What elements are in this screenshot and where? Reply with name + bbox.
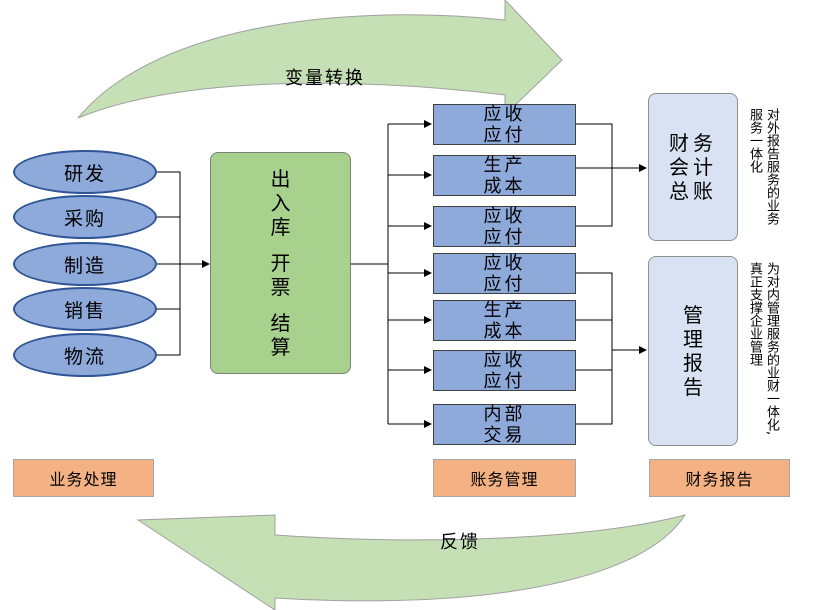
accounting-box-receivable-payable-2: 应收 应付 bbox=[433, 205, 576, 248]
footer-business-processing: 业务处理 bbox=[13, 459, 154, 497]
accounting-box-internal-transaction: 内部 交易 bbox=[433, 403, 576, 446]
accounting-box-receivable-payable-3: 应收 应付 bbox=[433, 252, 576, 295]
box-line: 应收 bbox=[483, 205, 526, 227]
report-note-line-1: 为对内管理服务的业财一体化, bbox=[764, 262, 779, 436]
general-ledger-label: 财务会计总账 bbox=[669, 131, 717, 203]
box-line: 生产 bbox=[483, 299, 526, 321]
top-cycle-arrow bbox=[77, 0, 563, 119]
business-item-sales: 销售 bbox=[13, 287, 157, 331]
accounting-box-production-cost-2: 生产 成本 bbox=[433, 299, 576, 342]
business-item-logistics: 物流 bbox=[13, 333, 157, 377]
box-line: 成本 bbox=[483, 175, 526, 197]
box-line: 应收 bbox=[483, 103, 526, 125]
general-ledger-box: 财务会计总账 bbox=[648, 93, 738, 241]
management-report-label: 管理报告 bbox=[683, 303, 703, 399]
box-line: 应收 bbox=[483, 349, 526, 371]
ledger-note-line-2: 服务一体化 bbox=[747, 108, 762, 173]
process-box: 出入库 开票 结算 bbox=[210, 152, 351, 374]
report-note: 为对内管理服务的业财一体化, 真正支撑企业管理 bbox=[746, 262, 780, 452]
process-invoice: 开票 bbox=[270, 251, 291, 299]
ledger-note-line-1: 对外报告服务的业务 bbox=[764, 108, 779, 225]
business-item-manufacturing: 制造 bbox=[13, 242, 157, 286]
box-line: 应付 bbox=[483, 124, 526, 146]
process-inout: 出入库 bbox=[270, 167, 291, 239]
top-arrow-label: 变量转换 bbox=[285, 68, 365, 89]
box-line: 应付 bbox=[483, 370, 526, 392]
process-settlement: 结算 bbox=[270, 311, 291, 359]
accounting-box-production-cost-1: 生产 成本 bbox=[433, 154, 576, 197]
report-note-line-2: 真正支撑企业管理 bbox=[747, 262, 762, 366]
bottom-cycle-arrow bbox=[136, 514, 687, 610]
business-item-purchase: 采购 bbox=[13, 195, 157, 239]
business-item-rd: 研发 bbox=[13, 150, 157, 194]
box-line: 应收 bbox=[483, 252, 526, 274]
bottom-arrow-label: 反馈 bbox=[440, 532, 480, 553]
accounting-box-receivable-payable-4: 应收 应付 bbox=[433, 349, 576, 392]
accounting-box-receivable-payable-1: 应收 应付 bbox=[433, 103, 576, 146]
connector-lines bbox=[157, 120, 647, 428]
box-line: 应付 bbox=[483, 226, 526, 248]
box-line: 生产 bbox=[483, 154, 526, 176]
ledger-note: 对外报告服务的业务 服务一体化 bbox=[746, 108, 780, 248]
footer-financial-reporting: 财务报告 bbox=[649, 459, 790, 497]
box-line: 成本 bbox=[483, 320, 526, 342]
box-line: 应付 bbox=[483, 273, 526, 295]
footer-accounting-management: 账务管理 bbox=[433, 459, 576, 497]
management-report-box: 管理报告 bbox=[648, 256, 738, 446]
box-line: 内部 bbox=[483, 403, 526, 425]
box-line: 交易 bbox=[483, 424, 526, 446]
